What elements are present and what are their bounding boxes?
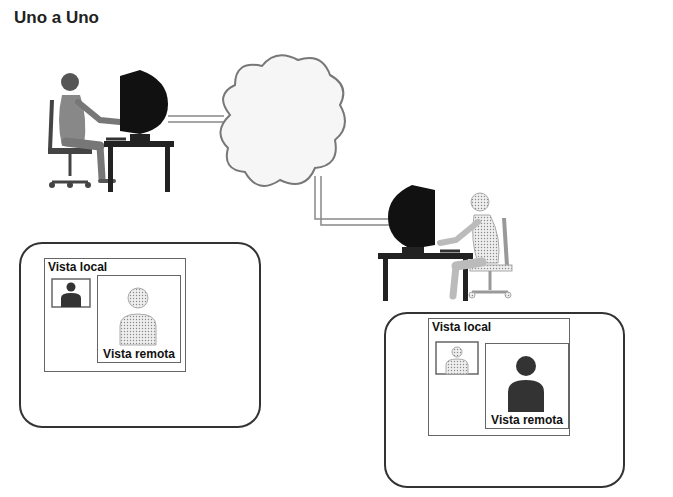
local-view-box	[436, 342, 478, 374]
remote-view-box: Vista remota	[97, 275, 181, 363]
view-label: Vista remota	[102, 347, 176, 361]
screen-panel	[20, 243, 260, 427]
screen-window: Vista localVista remota	[44, 258, 186, 372]
local-view-box	[52, 279, 90, 307]
remote-user	[440, 193, 512, 298]
screen-panel	[385, 313, 624, 487]
person-icon	[516, 356, 536, 376]
person-icon	[452, 347, 462, 357]
person-icon	[61, 293, 81, 307]
person-icon	[446, 359, 468, 374]
diagram-title: Uno a Uno	[14, 8, 99, 28]
person-icon	[128, 288, 148, 308]
view-label: Vista local	[432, 320, 491, 334]
person-icon	[508, 380, 544, 412]
remote-computer	[378, 185, 473, 301]
person-icon	[67, 283, 76, 292]
local-computer	[104, 70, 174, 192]
screen-window: Vista localVista remota	[428, 318, 570, 436]
person-icon	[120, 314, 156, 345]
network-cloud	[220, 55, 344, 186]
view-label: Vista local	[48, 260, 107, 274]
remote-view-box: Vista remota	[485, 343, 569, 429]
view-label: Vista remota	[98, 347, 180, 361]
view-label: Vista remota	[486, 413, 568, 427]
view-label: Vista remota	[490, 413, 564, 427]
